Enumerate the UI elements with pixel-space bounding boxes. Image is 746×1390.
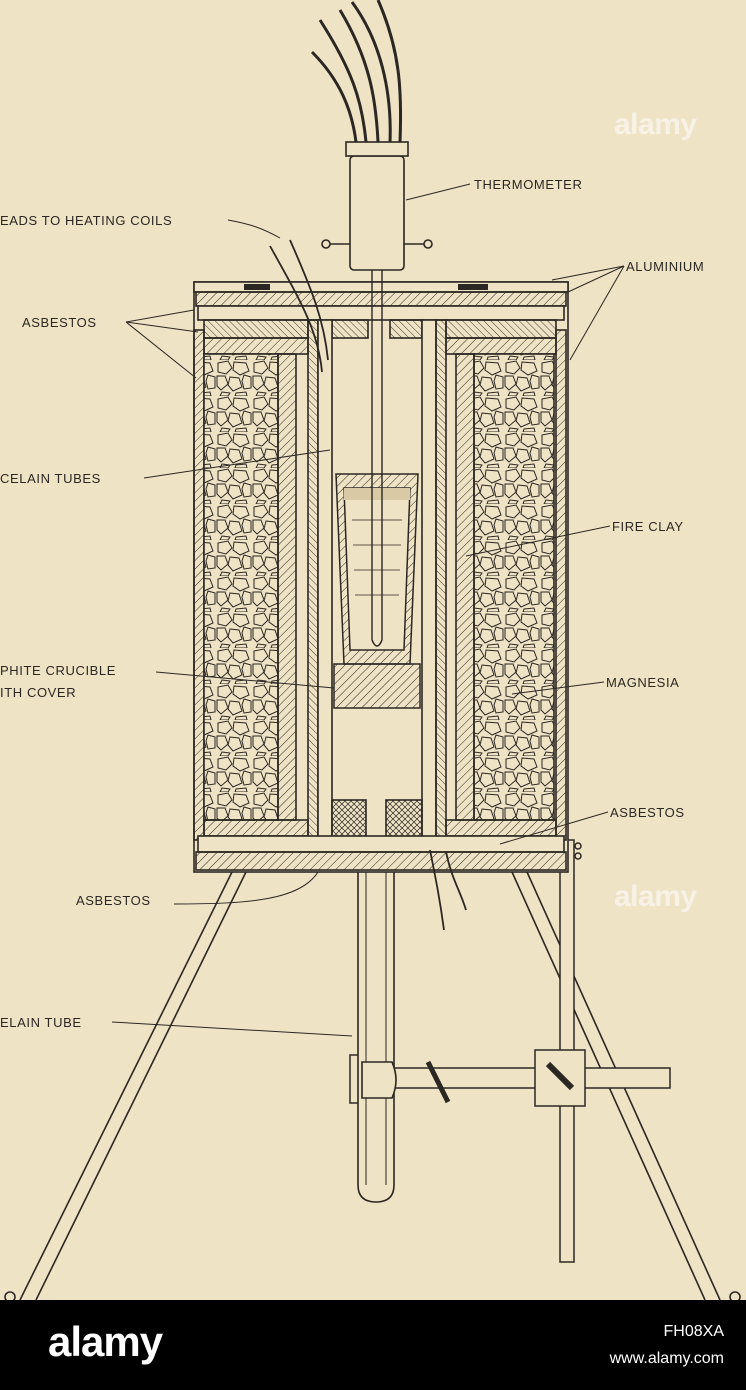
brand-logo: alamy [48,1318,163,1365]
label-crucible-line1: PHITE CRUCIBLE [0,663,117,678]
label-asbestos-top: ASBESTOS [22,315,97,330]
stock-footer: alamy FH08XA www.alamy.com [0,1300,746,1390]
heating-coil-leads [269,239,467,931]
label-heating-leads: EADS TO HEATING COILS [0,213,173,228]
watermark: alamy [614,880,697,913]
label-aluminium: ALUMINIUM [626,259,705,274]
graphite-crucible [333,473,421,709]
label-porcelain-tube: ELAIN TUBE [0,1015,82,1030]
label-fire-clay: FIRE CLAY [612,519,684,534]
label-magnesia: MAGNESIA [606,675,680,690]
leader-lines [111,183,625,1037]
thermometer-leads [310,0,403,143]
furnace-illustration: THERMOMETER EADS TO HEATING COILS ALUMIN… [0,0,741,1300]
watermark: alamy [614,108,697,141]
furnace-diagram [4,0,741,1300]
lower-porcelain-tube [357,708,397,1203]
site-url: www.alamy.com [609,1350,724,1367]
image-id: FH08XA [663,1323,724,1340]
label-thermometer: THERMOMETER [474,177,583,192]
label-porcelain-tubes: CELAIN TUBES [0,471,101,486]
label-crucible-line2: ITH COVER [0,685,77,700]
label-asbestos-right: ASBESTOS [610,805,685,820]
thermometer [321,141,433,647]
label-asbestos-bottom: ASBESTOS [76,893,151,908]
